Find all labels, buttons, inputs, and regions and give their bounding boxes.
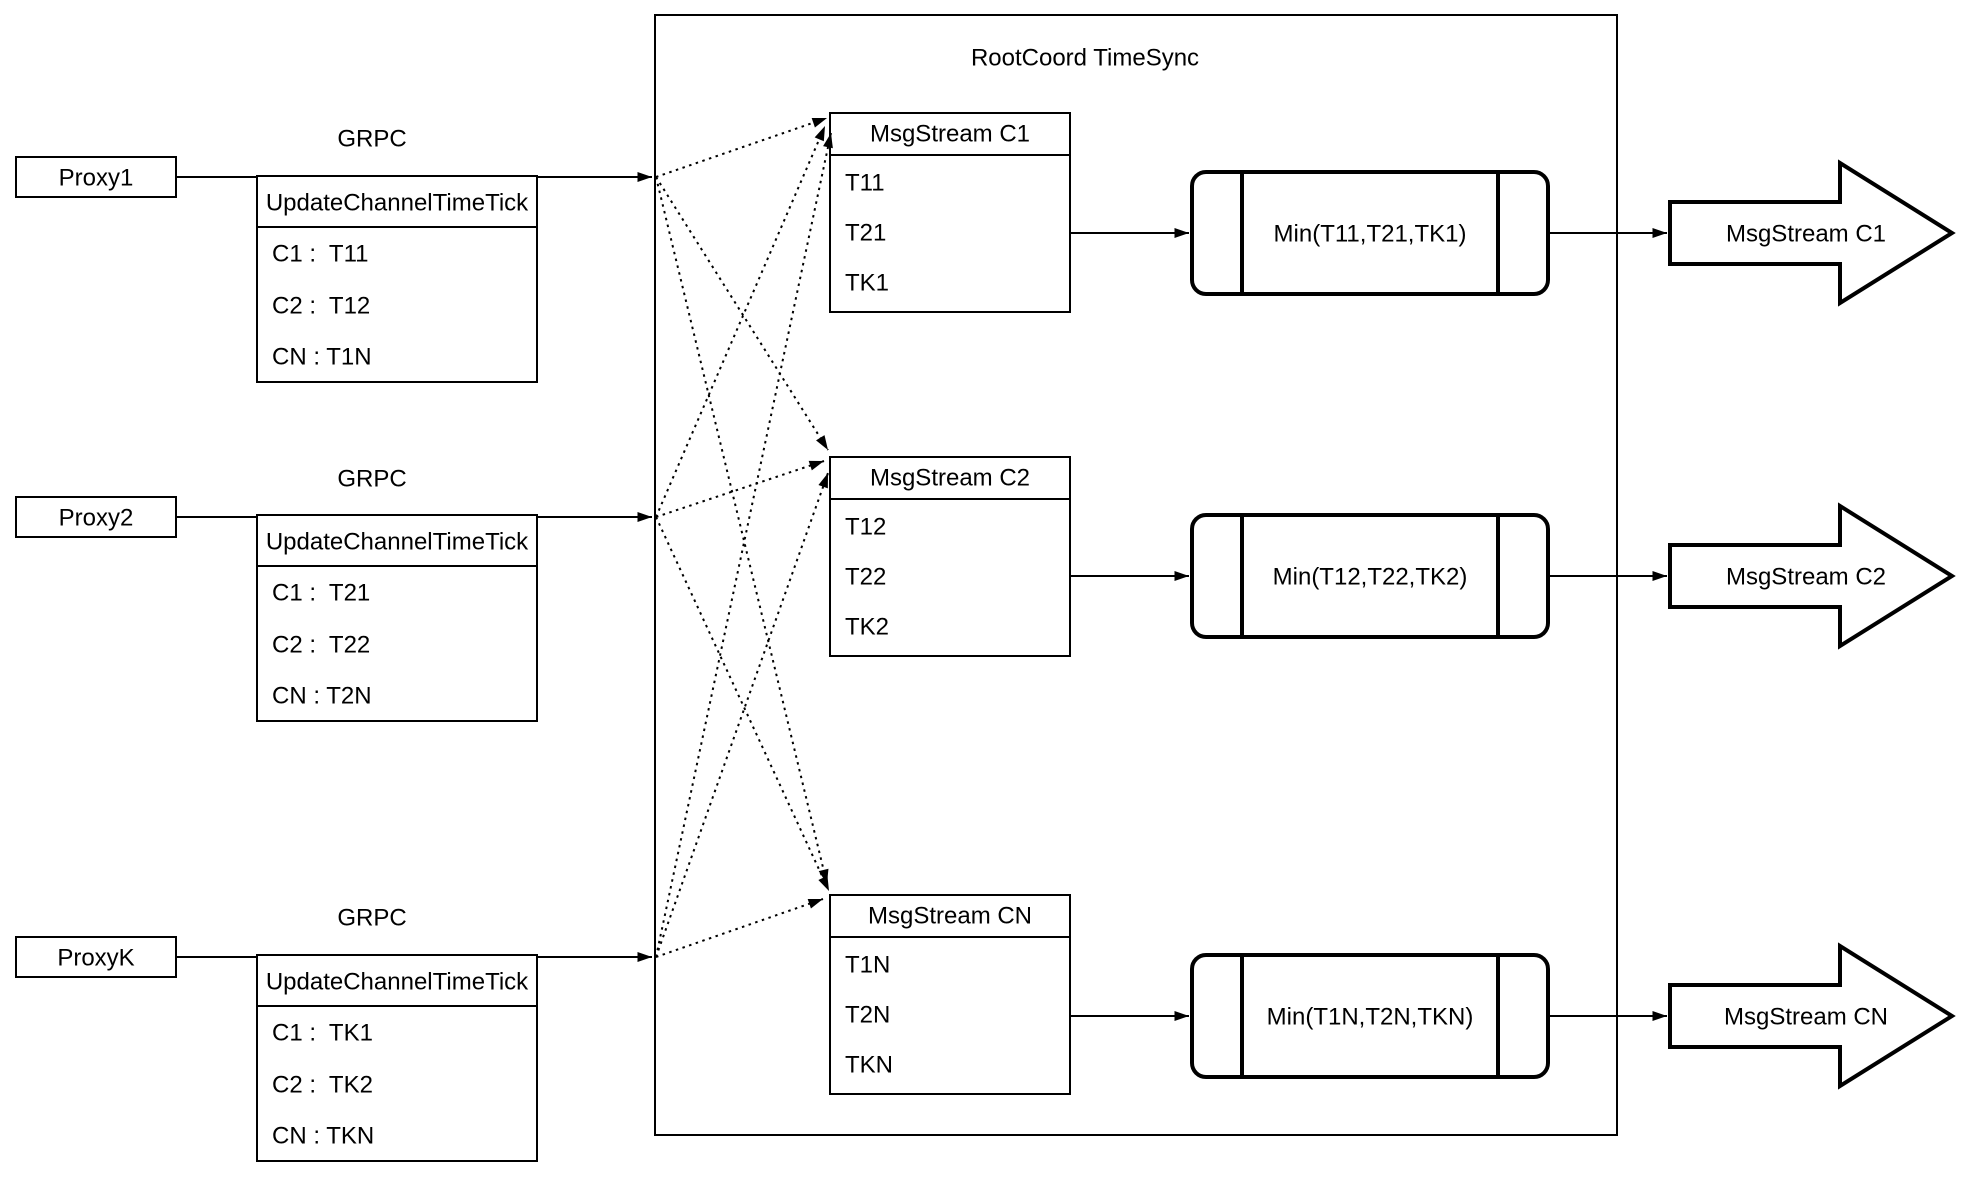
table-box (829, 112, 1071, 313)
output-arrow-shape-1 (1668, 159, 1956, 307)
timesync-title: RootCoord TimeSync (971, 45, 1199, 72)
table-row: T12 (845, 514, 886, 541)
proxyk-label: ProxyK (57, 945, 134, 972)
table-box (829, 456, 1071, 657)
dotted-link-pk-c1 (655, 132, 833, 958)
proxy2-box (15, 496, 177, 538)
proxy2-label: Proxy2 (59, 505, 134, 532)
table-row: T1N (845, 952, 890, 979)
output-arrow-label-1: MsgStream C1 (1726, 221, 1886, 248)
proxy1-label: Proxy1 (59, 165, 134, 192)
grpc-label-1: GRPC (337, 126, 406, 153)
msgstream-table-c2: MsgStream C2 T12 T22 TK2 (829, 456, 1071, 657)
table-header: MsgStream C2 (870, 465, 1030, 492)
update-channel-table-1: UpdateChannelTimeTick C1 : T11 C2 : T12 … (256, 175, 538, 383)
dotted-link-p2-cn (655, 516, 830, 892)
table-row: T22 (845, 564, 886, 591)
msgstream-table-cn: MsgStream CN T1N T2N TKN (829, 894, 1071, 1095)
proxy-row-3: ProxyK GRPC UpdateChannelTimeTick C1 : T… (15, 905, 652, 1162)
table-row: C1 : TK1 (272, 1020, 373, 1047)
stream-row-2: MsgStream C2 T12 T22 TK2 Min(T12,T22,TK2… (829, 456, 1956, 657)
proxyk-box (15, 936, 177, 978)
table-header: MsgStream CN (868, 903, 1032, 930)
table-row: C1 : T21 (272, 580, 370, 607)
min-label: Min(T12,T22,TK2) (1273, 564, 1468, 591)
output-arrow-label-3: MsgStream CN (1724, 1004, 1888, 1031)
table-row: TK2 (845, 614, 889, 641)
min-process-box-1: Min(T11,T21,TK1) (1190, 170, 1550, 296)
update-channel-table-3: UpdateChannelTimeTick C1 : TK1 C2 : TK2 … (256, 954, 538, 1162)
table-header: UpdateChannelTimeTick (266, 969, 529, 996)
table-row: TK1 (845, 270, 889, 297)
grpc-label-3: GRPC (337, 905, 406, 932)
table-box (256, 175, 538, 383)
table-box (829, 894, 1071, 1095)
stream-row-3: MsgStream CN T1N T2N TKN Min(T1N,T2N,TKN… (829, 894, 1956, 1095)
table-row: T2N (845, 1002, 890, 1029)
dotted-link-pk-cn (655, 898, 824, 958)
table-row: CN : T2N (272, 683, 372, 710)
table-row: C2 : TK2 (272, 1072, 373, 1099)
proxy1-box (15, 156, 177, 198)
stream-row-1: MsgStream C1 T11 T21 TK1 Min(T11,T21,TK1… (829, 112, 1956, 313)
table-row: C2 : T12 (272, 293, 370, 320)
min-process-box-2: Min(T12,T22,TK2) (1190, 513, 1550, 639)
min-label: Min(T11,T21,TK1) (1274, 221, 1467, 248)
table-row: TKN (845, 1052, 893, 1079)
table-row: C2 : T22 (272, 632, 370, 659)
table-row: CN : TKN (272, 1123, 374, 1150)
dotted-link-pk-c2 (655, 472, 829, 958)
proxy-row-1: Proxy1 GRPC UpdateChannelTimeTick C1 : T… (15, 126, 652, 383)
output-arrow-label-2: MsgStream C2 (1726, 564, 1886, 591)
dotted-link-p1-cn (655, 176, 829, 885)
table-row: CN : T1N (272, 344, 372, 371)
table-row: T21 (845, 220, 886, 247)
dotted-link-p1-c1 (655, 117, 828, 178)
table-row: T11 (845, 170, 885, 197)
output-arrow-shape-3 (1668, 942, 1956, 1090)
min-label: Min(T1N,T2N,TKN) (1267, 1004, 1474, 1031)
grpc-label-2: GRPC (337, 466, 406, 493)
min-process-box-3: Min(T1N,T2N,TKN) (1190, 953, 1550, 1079)
table-header: UpdateChannelTimeTick (266, 190, 529, 217)
dotted-link-p2-c1 (655, 125, 826, 518)
table-row: C1 : T11 (272, 241, 369, 268)
table-header: UpdateChannelTimeTick (266, 529, 529, 556)
output-arrow-shape-2 (1668, 502, 1956, 650)
update-channel-table-2: UpdateChannelTimeTick C1 : T21 C2 : T22 … (256, 514, 538, 722)
table-header: MsgStream C1 (870, 121, 1030, 148)
table-box (256, 514, 538, 722)
proxy-row-2: Proxy2 GRPC UpdateChannelTimeTick C1 : T… (15, 466, 652, 722)
dotted-link-p2-c2 (655, 460, 825, 518)
fanout-links (655, 117, 833, 958)
table-box (256, 954, 538, 1162)
msgstream-table-c1: MsgStream C1 T11 T21 TK1 (829, 112, 1071, 313)
dotted-link-p1-c2 (655, 176, 829, 451)
